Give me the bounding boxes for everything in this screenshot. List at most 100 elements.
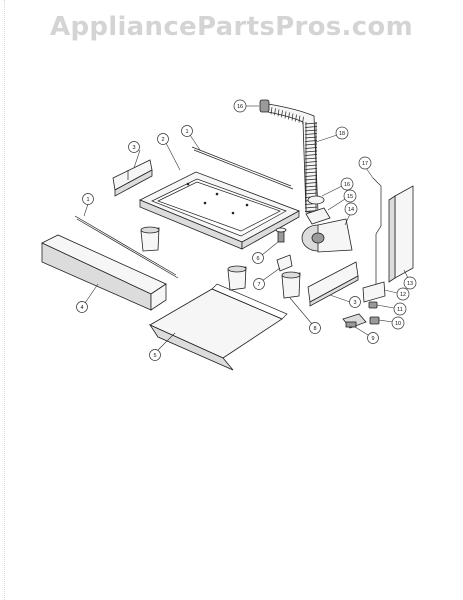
part-fitting-10 <box>369 316 380 325</box>
callout-label: 5 <box>153 353 156 359</box>
part-foot-c <box>281 271 301 299</box>
page-edge-dotted-line <box>4 0 5 600</box>
callout-group: 1 2 3 1 4 5 6 <box>76 99 417 361</box>
callout-label: 17 <box>362 161 368 167</box>
callout-8: 8 <box>289 297 321 334</box>
callout-label: 8 <box>313 326 316 332</box>
hose-rib <box>304 154 318 156</box>
part-bracket-left <box>112 159 153 197</box>
callout-3-right: 3 <box>329 294 361 308</box>
callout-label: 4 <box>80 305 83 311</box>
callout-label: 1 <box>185 129 188 135</box>
part-kick-panel <box>41 234 167 311</box>
part-foot-a <box>140 226 160 252</box>
part-flange-16 <box>307 195 325 205</box>
part-drip-tray <box>148 283 288 371</box>
hose-rib <box>304 206 318 209</box>
part-rod-lower <box>74 215 179 279</box>
callout-label: 18 <box>339 131 345 137</box>
hose-rib <box>277 109 280 117</box>
callout-2: 2 <box>157 133 181 171</box>
part-hose-ribs <box>270 107 318 212</box>
callout-1-top: 1 <box>181 125 201 151</box>
callout-label: 3 <box>353 300 356 306</box>
part-bracket-right <box>307 261 359 307</box>
callout-6: 6 <box>252 241 279 264</box>
callout-label: 2 <box>161 137 164 143</box>
callout-label: 16 <box>344 182 350 188</box>
part-frame <box>139 171 300 250</box>
hose-rib <box>304 157 318 160</box>
part-foot-b <box>227 265 247 291</box>
callout-10: 10 <box>378 316 405 330</box>
part-fitting-11 <box>368 301 378 309</box>
callout-label: 3 <box>132 145 135 151</box>
callout-label: 11 <box>397 307 403 313</box>
callout-15: 15 <box>327 189 357 211</box>
hose-rib <box>291 113 294 121</box>
callout-17: 17 <box>358 156 374 179</box>
callout-label: 15 <box>347 194 353 200</box>
hose-rib <box>288 112 290 120</box>
callout-16-right: 16 <box>321 177 354 197</box>
hose-rib <box>304 129 318 132</box>
hose-rib <box>304 136 318 139</box>
hose-rib <box>270 107 273 115</box>
hose-rib <box>274 108 276 116</box>
callout-14: 14 <box>344 202 358 226</box>
callout-label: 1 <box>86 197 89 203</box>
callout-label: 16 <box>237 104 243 110</box>
hose-rib <box>304 161 318 163</box>
callout-11: 11 <box>376 302 407 316</box>
hose-rib <box>304 147 318 149</box>
callout-label: 9 <box>371 336 374 342</box>
hose-rib <box>298 115 301 123</box>
watermark-text: AppliancePartsPros.com <box>50 12 413 42</box>
callout-3-left: 3 <box>128 141 141 169</box>
hose-rib <box>281 110 283 118</box>
hose-rib <box>304 164 318 167</box>
hose-rib <box>304 133 318 135</box>
callout-13: 13 <box>403 269 417 290</box>
callout-5: 5 <box>149 332 176 361</box>
hose-rib <box>304 182 318 184</box>
callout-label: 7 <box>257 282 260 288</box>
hose-rib <box>302 116 304 124</box>
callout-label: 13 <box>407 281 413 287</box>
hose-rib <box>284 111 287 119</box>
hose-rib <box>304 185 318 188</box>
callout-18: 18 <box>315 126 349 143</box>
callout-9: 9 <box>354 326 379 344</box>
callout-label: 12 <box>400 292 406 298</box>
hose-rib <box>295 114 297 122</box>
callout-16-left: 16 <box>233 99 259 113</box>
part-gas-tube <box>372 177 382 290</box>
hose-rib <box>304 143 318 146</box>
hose-rib <box>304 192 318 195</box>
hose-rib <box>304 150 318 153</box>
part-clip-7 <box>276 254 293 272</box>
part-duct-hose <box>267 103 319 213</box>
callout-12: 12 <box>384 287 410 301</box>
hose-rib <box>304 178 318 181</box>
part-valve-9 <box>342 313 367 329</box>
part-clip-6 <box>275 227 287 243</box>
part-gasket-15 <box>305 207 331 225</box>
callout-label: 10 <box>395 321 401 327</box>
hose-rib <box>304 168 318 170</box>
callout-label: 14 <box>348 207 354 213</box>
hose-rib <box>304 122 318 125</box>
callout-4: 4 <box>76 283 99 313</box>
hose-rib <box>304 175 318 177</box>
part-blower-14 <box>301 218 353 253</box>
hose-rib <box>304 189 318 191</box>
part-small-bracket <box>362 281 386 303</box>
part-side-rail <box>388 185 414 283</box>
hose-rib <box>304 126 318 128</box>
callout-label: 6 <box>256 256 259 262</box>
callout-7: 7 <box>253 267 281 290</box>
part-cap-top <box>259 99 270 113</box>
callout-1-lower: 1 <box>82 193 94 217</box>
hose-rib <box>304 171 318 174</box>
hose-rib <box>304 140 318 142</box>
